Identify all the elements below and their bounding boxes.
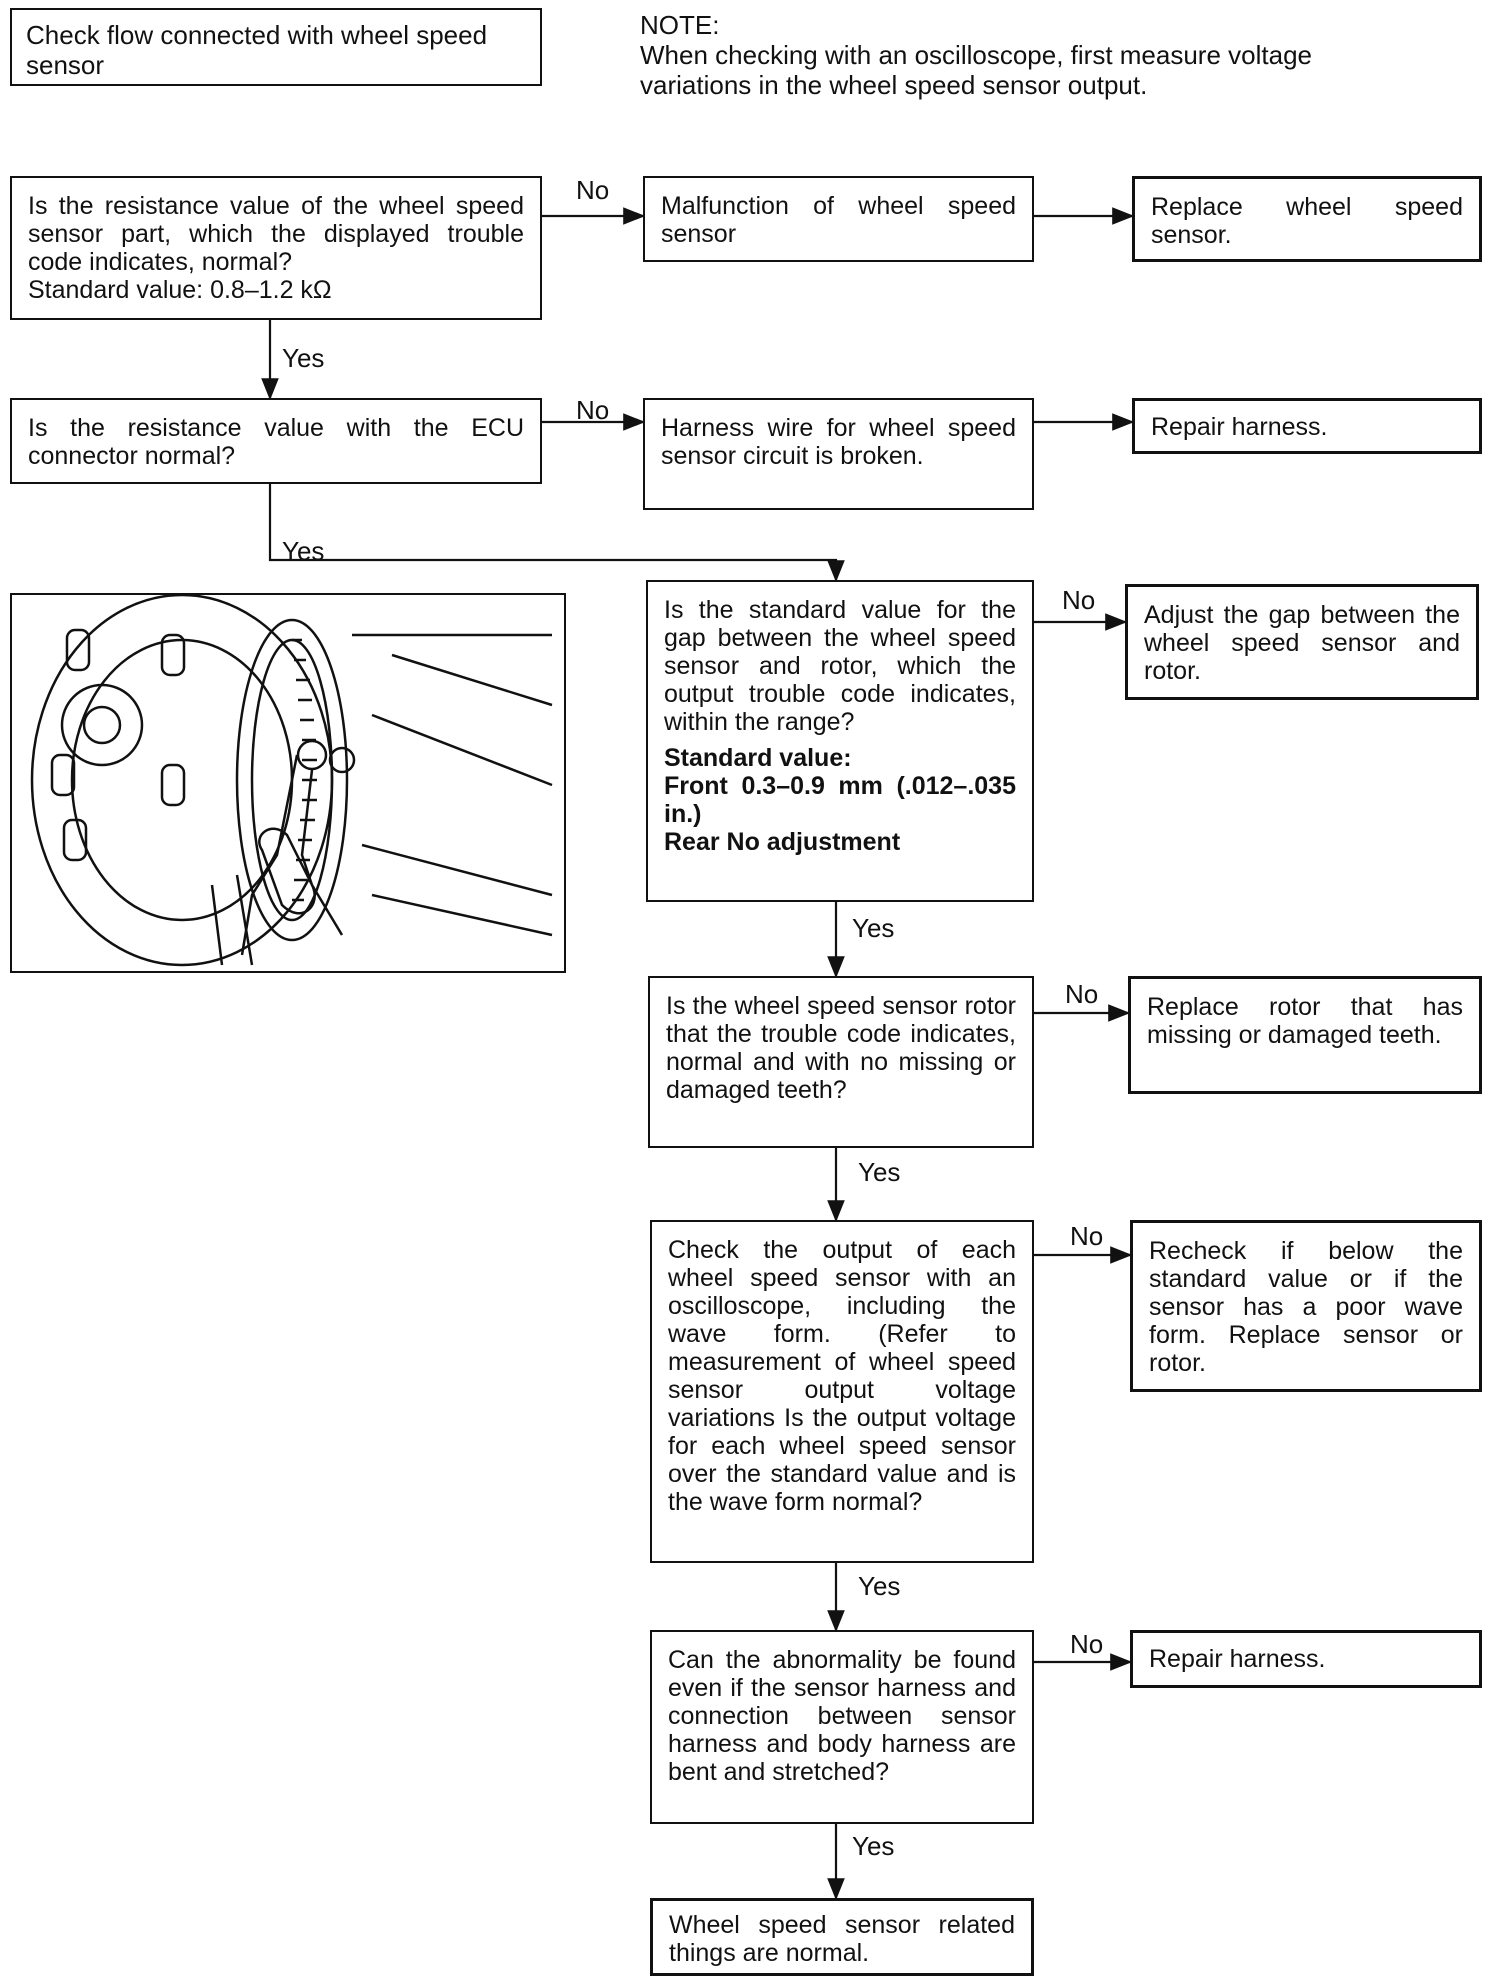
wheel-hub-icon [30, 593, 553, 967]
label-yes-q2: Yes [282, 536, 325, 566]
label-no-q6: No [1070, 1629, 1104, 1659]
label-no-q3: No [1062, 585, 1096, 615]
question-sensor-gap: Is the standard value for the gap betwee… [646, 580, 1034, 902]
question-sensor-resistance: Is the resistance value of the wheel spe… [10, 176, 542, 320]
arrow-q2-yes [268, 482, 845, 583]
note: NOTE: When checking with an oscilloscope… [640, 10, 1430, 100]
label-yes-q4: Yes [858, 1157, 901, 1187]
label-yes-q6: Yes [852, 1831, 895, 1861]
question-ecu-connector: Is the resistance value with the ECU con… [10, 398, 542, 484]
result-sensor-malfunction: Malfunction of wheel speed sensor [643, 176, 1034, 262]
question-rotor-teeth: Is the wheel speed sensor rotor that the… [648, 976, 1034, 1148]
action-repair-harness-2: Repair harness. [1130, 1630, 1482, 1688]
flow-title: Check flow connected with wheel speed se… [10, 8, 542, 86]
result-sensor-normal: Wheel speed sensor related things are no… [650, 1898, 1034, 1976]
action-recheck-waveform: Recheck if below the standard value or i… [1130, 1220, 1482, 1392]
action-replace-sensor: Replace wheel speed sensor. [1132, 176, 1482, 262]
action-adjust-gap: Adjust the gap between the wheel speed s… [1125, 584, 1479, 700]
wheel-sensor-illustration [10, 593, 566, 973]
label-no-q4: No [1065, 979, 1099, 1009]
label-no-q5: No [1070, 1221, 1104, 1251]
label-yes-q3: Yes [852, 913, 895, 943]
label-no-q1: No [576, 175, 610, 205]
action-repair-harness-1: Repair harness. [1132, 398, 1482, 454]
question-harness-bend: Can the abnormality be found even if the… [650, 1630, 1034, 1824]
note-text: When checking with an oscilloscope, firs… [640, 40, 1312, 100]
label-yes-q5: Yes [858, 1571, 901, 1601]
result-harness-broken: Harness wire for wheel speed sensor circ… [643, 398, 1034, 510]
label-no-q2: No [576, 395, 610, 425]
note-label: NOTE: [640, 10, 720, 40]
label-yes-q1: Yes [282, 343, 325, 373]
question-oscilloscope-output: Check the output of each wheel speed sen… [650, 1220, 1034, 1563]
action-replace-rotor: Replace rotor that has missing or damage… [1128, 976, 1482, 1094]
